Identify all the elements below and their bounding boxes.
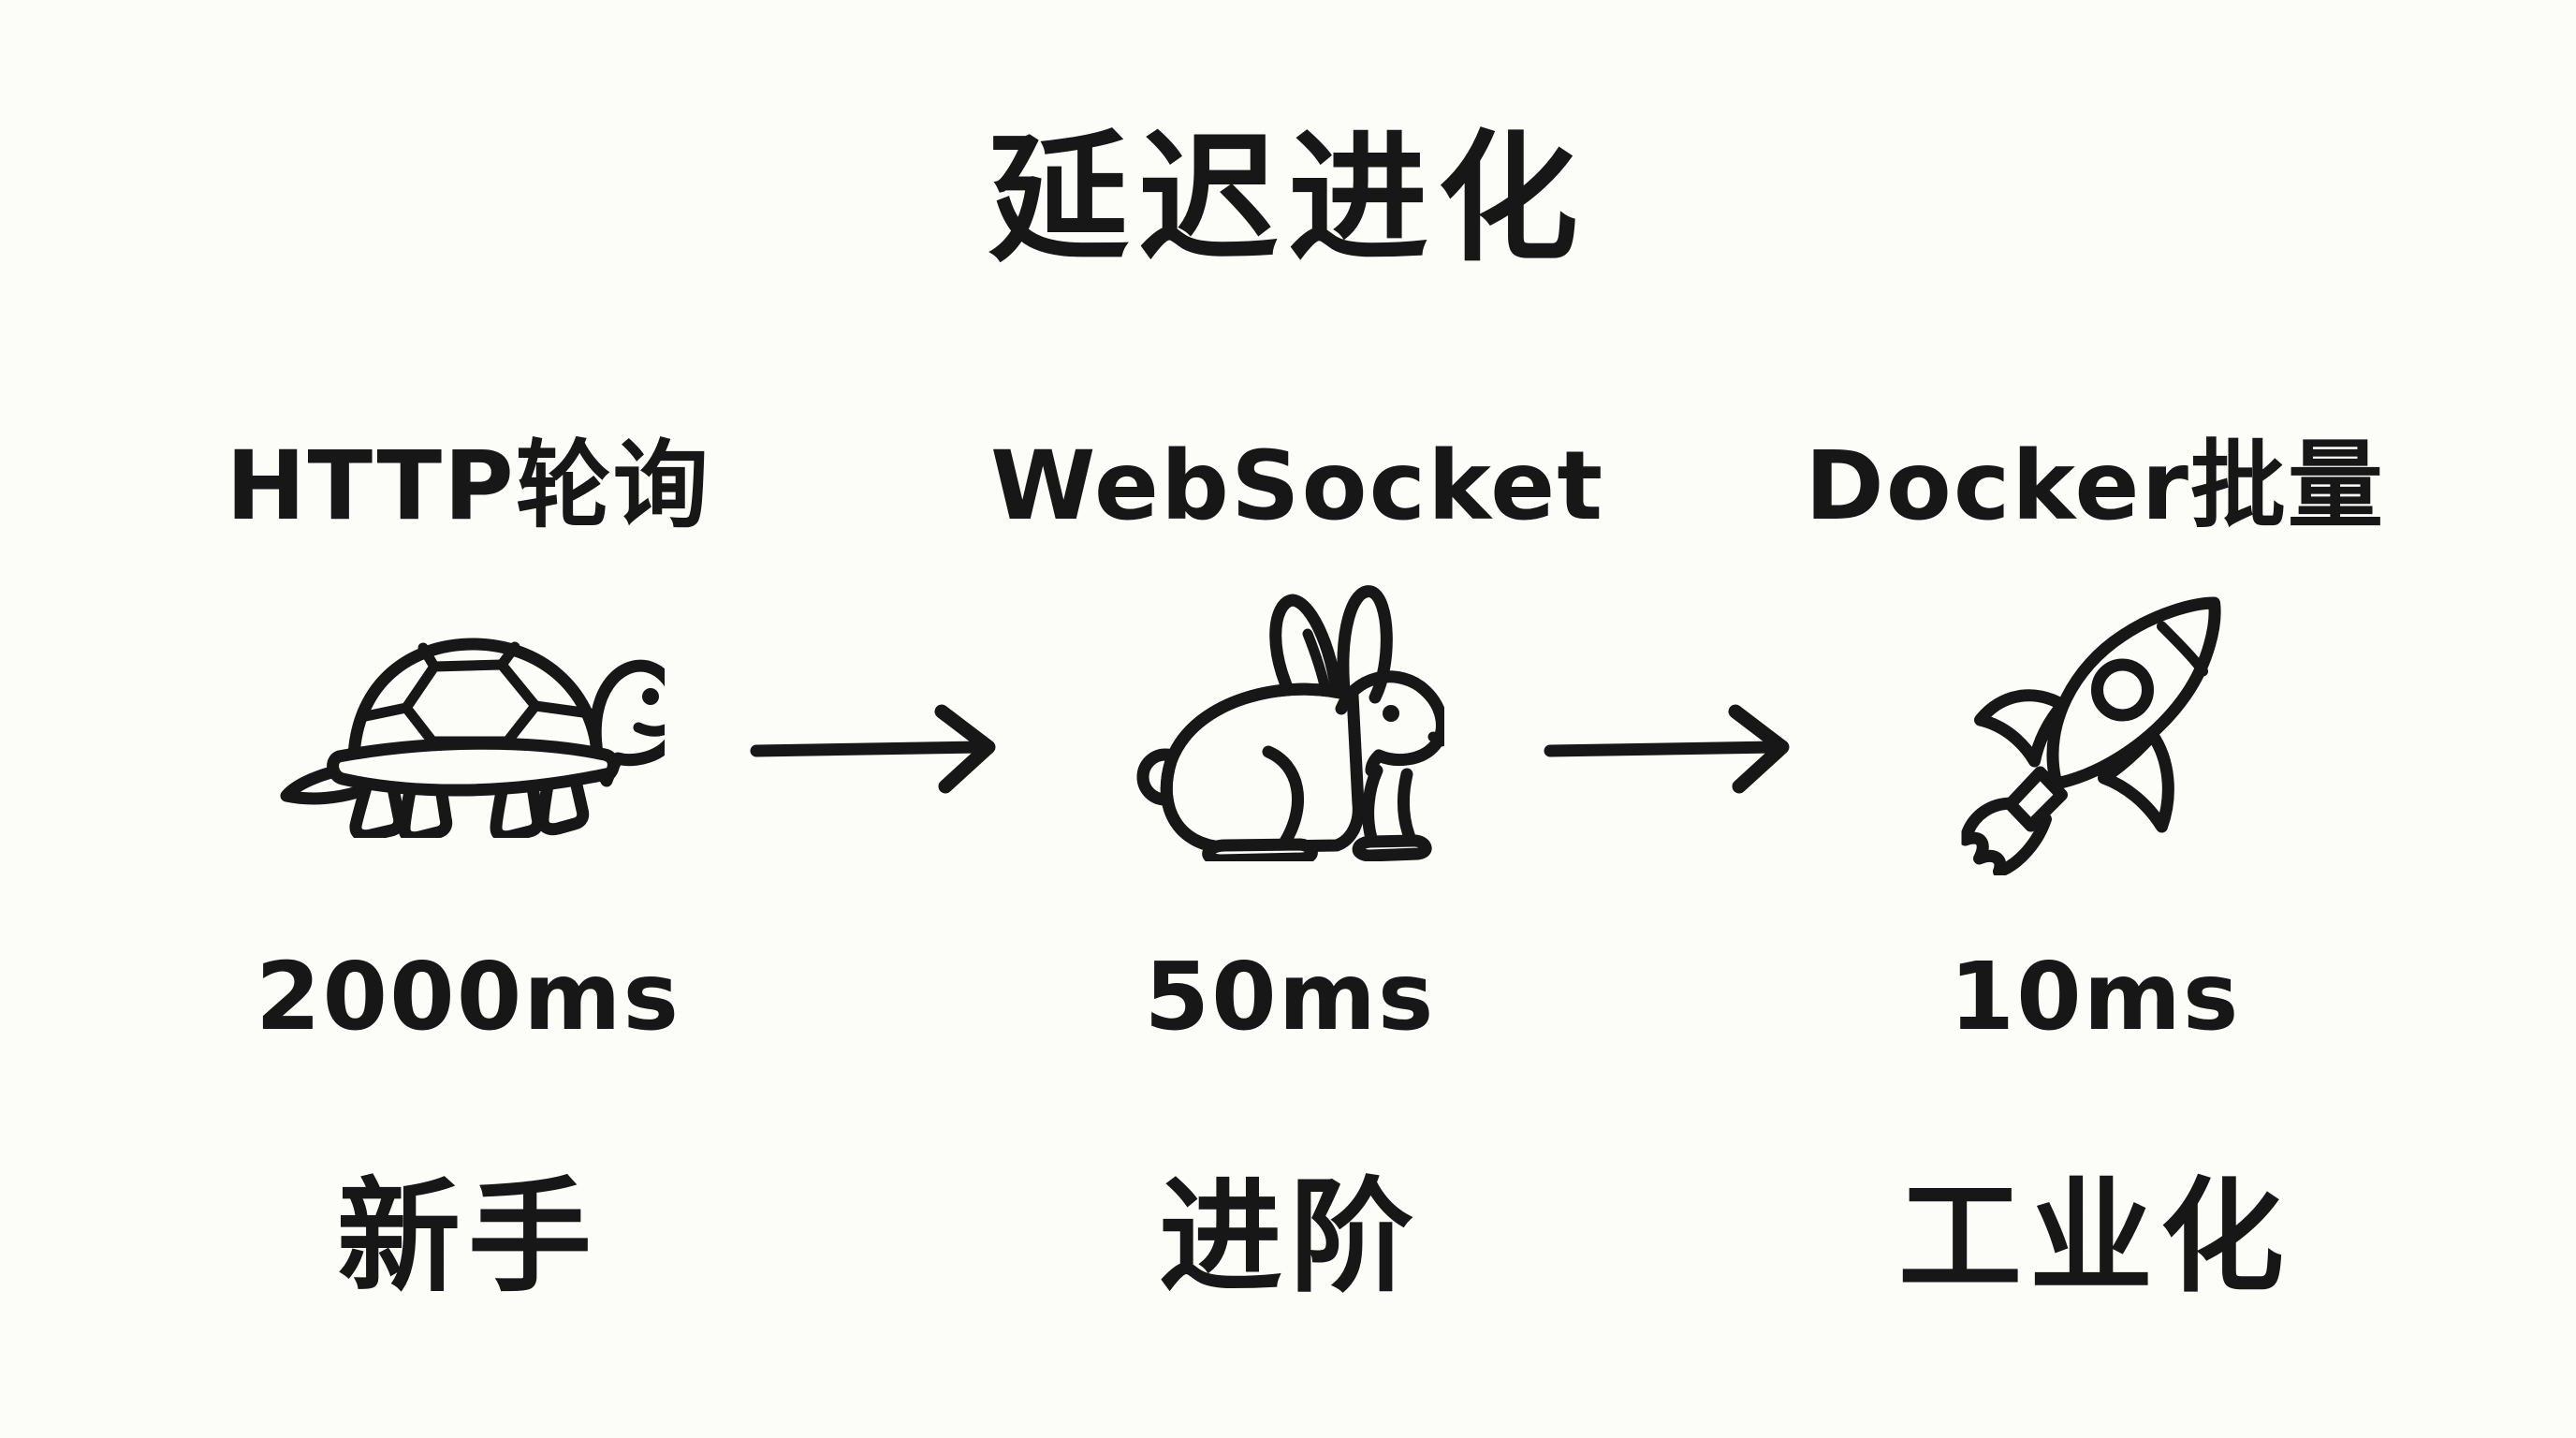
stage-latency: 10ms xyxy=(1949,942,2241,1051)
arrow-right-icon xyxy=(1541,700,1831,798)
diagram-title: 延迟进化 xyxy=(988,118,1588,281)
stage-websocket: WebSocket xyxy=(990,403,1605,1348)
stage-label: Docker批量 xyxy=(1805,431,2385,542)
stage-label: WebSocket xyxy=(990,431,1605,542)
stage-docker-batch: Docker批量 10ms 工业化 xyxy=(1795,403,2394,1348)
stage-http-polling: HTTP轮询 xyxy=(168,403,768,1348)
arrow-right-icon xyxy=(747,700,1037,798)
rocket-icon xyxy=(1959,594,2229,878)
turtle-icon xyxy=(271,637,685,844)
stage-level: 新手 xyxy=(337,1166,599,1310)
stage-latency: 2000ms xyxy=(255,942,681,1051)
stage-level: 进阶 xyxy=(1159,1166,1421,1310)
stage-level: 工业化 xyxy=(1898,1166,2291,1310)
stage-label: HTTP轮询 xyxy=(226,431,710,542)
rabbit-icon xyxy=(1135,576,1448,867)
stage-latency: 50ms xyxy=(1144,942,1436,1051)
